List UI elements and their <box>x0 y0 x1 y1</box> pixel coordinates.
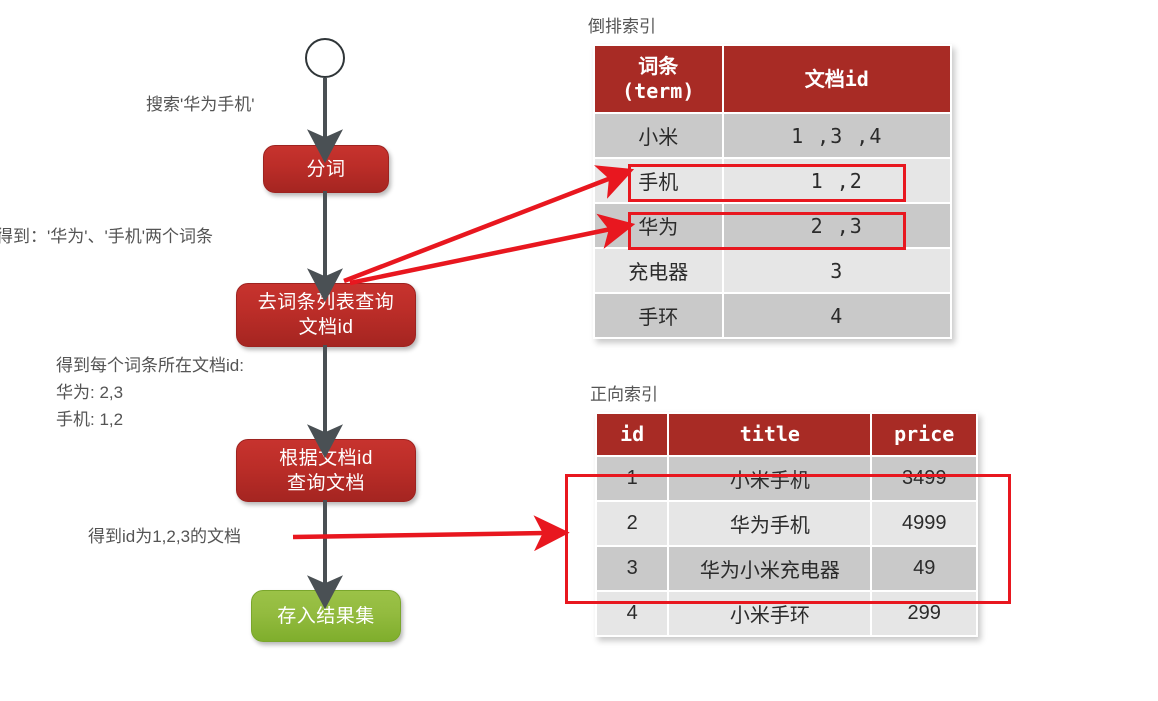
table-row: 1 小米手机 3499 <box>597 457 976 500</box>
annotation-term-doc-ids: 得到每个词条所在文档id: 华为: 2,3 手机: 1,2 <box>56 356 244 429</box>
flow-node-store-result-label: 存入结果集 <box>277 605 375 627</box>
red-arrow-to-term-huawei <box>349 213 636 286</box>
forward-index-id: 1 <box>597 457 668 500</box>
flow-node-tokenize[interactable]: 分词 <box>263 145 389 193</box>
flow-start-circle[interactable] <box>305 38 345 78</box>
annotation-doc-ids-result: 得到id为1,2,3的文档 <box>88 527 242 546</box>
table-row: 手机 1 ,2 <box>595 159 950 202</box>
table-row: 充电器 3 <box>595 249 950 292</box>
table-row: 4 小米手环 299 <box>597 592 976 635</box>
forward-index-col-title: title <box>669 414 871 455</box>
inverted-index-table: 词条 (term) 文档id 小米 1 ,3 ,4 手机 1 ,2 华为 2 ,… <box>593 44 952 339</box>
flow-node-query-term-ids-label: 去词条列表查询 文档id <box>257 292 395 338</box>
forward-index-title: 小米手环 <box>669 592 871 635</box>
forward-index-table: id title price 1 小米手机 3499 2 华为手机 4999 3… <box>595 412 978 637</box>
inverted-index-docids: 1 ,2 <box>723 159 950 202</box>
inverted-index-term: 小米 <box>595 114 722 157</box>
table-row: 华为 2 ,3 <box>595 204 950 247</box>
inverted-index-term: 充电器 <box>595 249 722 292</box>
forward-index-price: 299 <box>872 592 976 635</box>
forward-index-id: 2 <box>597 502 668 545</box>
inverted-index-docids: 2 ,3 <box>723 204 950 247</box>
forward-index-title: 华为小米充电器 <box>669 547 871 590</box>
forward-index-price: 49 <box>872 547 976 590</box>
inverted-index-col-term: 词条 (term) <box>595 46 722 112</box>
flow-node-query-docs-label: 根据文档id 查询文档 <box>279 447 373 494</box>
forward-index-price: 4999 <box>872 502 976 545</box>
inverted-index-term: 华为 <box>595 204 722 247</box>
red-arrow-to-forward-index <box>292 515 570 552</box>
table-row: 3 华为小米充电器 49 <box>597 547 976 590</box>
annotation-tokens-result: 得到：'华为'、'手机'两个词条 <box>0 227 213 246</box>
inverted-index-term: 手机 <box>595 159 722 202</box>
flow-node-tokenize-label: 分词 <box>306 158 346 180</box>
annotation-search-query: 搜索'华为手机' <box>146 95 255 114</box>
inverted-index-docids: 1 ,3 ,4 <box>723 114 950 157</box>
inverted-index-col-docid: 文档id <box>723 46 950 112</box>
forward-index-col-id: id <box>597 414 668 455</box>
forward-index-title: 小米手机 <box>669 457 871 500</box>
flow-node-query-term-ids[interactable]: 去词条列表查询 文档id <box>236 283 416 347</box>
inverted-index-docids: 4 <box>723 294 950 337</box>
inverted-index-caption: 倒排索引 <box>588 17 656 36</box>
forward-index-caption: 正向索引 <box>590 385 658 404</box>
inverted-index-docids: 3 <box>723 249 950 292</box>
inverted-index-header-row: 词条 (term) 文档id <box>595 46 950 112</box>
forward-index-id: 4 <box>597 592 668 635</box>
red-arrow-to-term-phone <box>343 165 635 284</box>
flow-node-store-result[interactable]: 存入结果集 <box>251 590 401 642</box>
forward-index-price: 3499 <box>872 457 976 500</box>
forward-index-id: 3 <box>597 547 668 590</box>
flow-node-query-docs[interactable]: 根据文档id 查询文档 <box>236 439 416 502</box>
forward-index-title: 华为手机 <box>669 502 871 545</box>
inverted-index-term: 手环 <box>595 294 722 337</box>
forward-index-header-row: id title price <box>597 414 976 455</box>
table-row: 小米 1 ,3 ,4 <box>595 114 950 157</box>
table-row: 2 华为手机 4999 <box>597 502 976 545</box>
forward-index-col-price: price <box>872 414 976 455</box>
table-row: 手环 4 <box>595 294 950 337</box>
